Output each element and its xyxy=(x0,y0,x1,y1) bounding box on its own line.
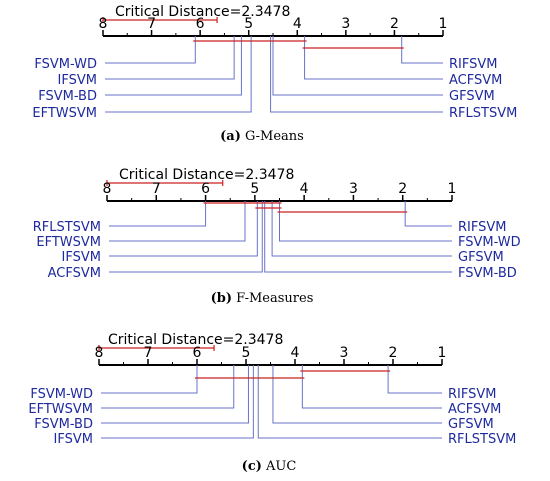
algorithm-label: IFSVM xyxy=(58,73,97,88)
axis-tick-label: 4 xyxy=(293,16,302,32)
caption-b: (b) F-Measures xyxy=(211,291,314,306)
algorithm-label: EFTWSVM xyxy=(28,402,93,417)
caption-letter: (c) xyxy=(242,459,262,474)
axis-tick-label: 5 xyxy=(242,345,251,361)
axis-tick-label: 8 xyxy=(103,181,112,197)
rank-connector xyxy=(109,201,258,257)
caption-letter: (a) xyxy=(220,129,241,144)
panel-c-auc: Critical Distance=2.3478 (c) AUC 8 7 6 5 4 3 2… xyxy=(28,332,516,474)
algorithm-label: FSVM-BD xyxy=(34,417,93,432)
algorithm-label: RIFSVM xyxy=(449,57,497,72)
algorithm-label: EFTWSVM xyxy=(32,106,97,121)
axis-tick-label: 7 xyxy=(144,345,153,361)
rank-connector xyxy=(105,36,242,96)
algorithm-label: GFSVM xyxy=(449,89,495,104)
axis-tick-label: 6 xyxy=(201,181,210,197)
axis-tick-label: 1 xyxy=(448,181,457,197)
caption-a: (a) G-Means xyxy=(220,129,304,144)
caption-text: G-Means xyxy=(241,129,304,144)
algorithm-label: RIFSVM xyxy=(448,387,496,402)
panel-b-f-measures: Critical Distance=2.3478 (b) F-Measures … xyxy=(33,167,521,306)
axis-tick-label: 3 xyxy=(341,16,350,32)
axis-tick-label: 5 xyxy=(244,16,253,32)
axis-tick-label: 4 xyxy=(291,345,300,361)
caption-letter: (b) xyxy=(211,291,232,306)
rank-connector xyxy=(105,36,196,64)
axis-tick-label: 1 xyxy=(438,345,447,361)
rank-connector xyxy=(304,36,443,80)
axis-tick-label: 1 xyxy=(439,16,448,32)
algorithm-label: FSVM-BD xyxy=(38,89,97,104)
algorithm-label: FSVM-BD xyxy=(458,266,517,281)
rank-connector xyxy=(101,365,249,424)
axis-tick-label: 4 xyxy=(300,181,309,197)
algorithm-label: GFSVM xyxy=(458,250,504,265)
axis-tick-label: 7 xyxy=(152,181,161,197)
rank-connector xyxy=(109,201,263,273)
caption-text: F-Measures xyxy=(232,291,313,306)
algorithm-label: RFLSTSVM xyxy=(448,432,516,447)
algorithm-label: GFSVM xyxy=(448,417,494,432)
rank-connector xyxy=(264,201,452,273)
rank-connector xyxy=(101,365,254,439)
rank-connector xyxy=(279,201,452,242)
algorithm-label: ACFSVM xyxy=(448,402,501,417)
axis-tick-label: 6 xyxy=(196,16,205,32)
rank-connector xyxy=(270,36,443,113)
algorithm-label: IFSVM xyxy=(62,250,101,265)
algorithm-label: IFSVM xyxy=(54,432,93,447)
axis-tick-label: 2 xyxy=(398,181,407,197)
caption-text: AUC xyxy=(262,459,296,474)
axis-tick-label: 5 xyxy=(250,181,259,197)
algorithm-label: ACFSVM xyxy=(48,266,101,281)
algorithm-label: RFLSTSVM xyxy=(449,106,517,121)
axis-tick-label: 8 xyxy=(99,16,108,32)
axis-tick-label: 7 xyxy=(147,16,156,32)
axis-tick-label: 6 xyxy=(193,345,202,361)
critical-distance-label: Critical Distance=2.3478 xyxy=(115,4,290,20)
axis-tick-label: 2 xyxy=(389,345,398,361)
algorithm-label: FSVM-WD xyxy=(30,387,93,402)
rank-connector xyxy=(105,36,235,80)
rank-connector xyxy=(401,36,443,64)
axis-tick-label: 2 xyxy=(390,16,399,32)
critical-distance-label: Critical Distance=2.3478 xyxy=(119,167,294,183)
axis-tick-label: 8 xyxy=(95,345,104,361)
axis-tick-label: 3 xyxy=(349,181,358,197)
algorithm-label: RFLSTSVM xyxy=(33,220,101,235)
rank-connector xyxy=(109,201,246,242)
critical-distance-label: Critical Distance=2.3478 xyxy=(108,332,283,348)
rank-connector xyxy=(301,365,442,409)
rank-connector xyxy=(271,201,452,257)
algorithm-label: FSVM-WD xyxy=(458,235,521,250)
rank-connector xyxy=(404,201,452,227)
rank-connector xyxy=(105,36,252,113)
rank-connector xyxy=(101,365,198,394)
algorithm-label: ACFSVM xyxy=(449,73,502,88)
rank-connector xyxy=(257,365,442,439)
caption-c: (c) AUC xyxy=(242,459,297,474)
rank-connector xyxy=(101,365,235,409)
rank-connector xyxy=(272,36,443,96)
rank-connector xyxy=(109,201,207,227)
panel-a-g-means: Critical Distance=2.3478 (a) G-Means 8 7 6… xyxy=(32,4,517,144)
algorithm-label: EFTWSVM xyxy=(36,235,101,250)
rank-connector xyxy=(272,365,442,424)
algorithm-label: RIFSVM xyxy=(458,220,506,235)
rank-connector xyxy=(387,365,442,394)
axis-tick-label: 3 xyxy=(340,345,349,361)
algorithm-label: FSVM-WD xyxy=(34,57,97,72)
